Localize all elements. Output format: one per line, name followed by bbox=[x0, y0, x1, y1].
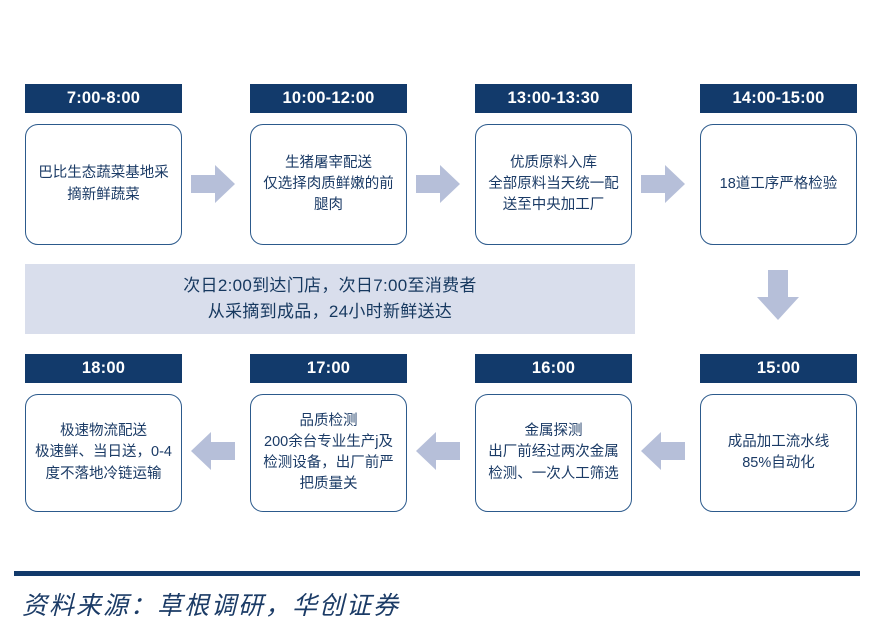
time-chip-bottom-3: 16:00 bbox=[475, 354, 632, 383]
time-chip-bottom-4: 15:00 bbox=[700, 354, 857, 383]
arrow-down-icon bbox=[752, 270, 804, 322]
summary-banner: 次日2:00到达门店，次日7:00至消费者 从采摘到成品，24小时新鲜送达 bbox=[25, 264, 635, 334]
time-chip-label: 13:00-13:30 bbox=[507, 89, 600, 107]
time-chip-label: 18:00 bbox=[81, 359, 126, 377]
arrow-left-icon bbox=[191, 429, 235, 473]
arrow-left-icon bbox=[641, 429, 685, 473]
step-box-top-1[interactable]: 巴比生态蔬菜基地采 摘新鲜蔬菜 bbox=[25, 124, 182, 245]
summary-banner-line-1: 次日2:00到达门店，次日7:00至消费者 bbox=[183, 275, 477, 295]
step-box-bottom-2[interactable]: 品质检测 200余台专业生产j及 检测设备，出厂前严 把质量关 bbox=[250, 394, 407, 512]
time-chip-label: 7:00-8:00 bbox=[66, 89, 141, 107]
time-chip-label: 14:00-15:00 bbox=[732, 89, 825, 107]
footer-divider bbox=[14, 571, 860, 576]
step-text-bottom-3: 金属探测 出厂前经过两次金属 检测、一次人工筛选 bbox=[488, 423, 619, 482]
step-text-top-3: 优质原料入库 全部原料当天统一配 送至中央加工厂 bbox=[488, 154, 619, 213]
time-chip-label: 17:00 bbox=[306, 359, 351, 377]
source-note: 资料来源：草根调研，华创证券 bbox=[22, 593, 401, 620]
step-box-bottom-4[interactable]: 成品加工流水线 85%自动化 bbox=[700, 394, 857, 512]
time-chip-top-2: 10:00-12:00 bbox=[250, 84, 407, 113]
step-box-top-3[interactable]: 优质原料入库 全部原料当天统一配 送至中央加工厂 bbox=[475, 124, 632, 245]
arrow-right-icon bbox=[191, 162, 235, 206]
time-chip-label: 10:00-12:00 bbox=[282, 89, 375, 107]
arrow-right-icon bbox=[641, 162, 685, 206]
step-text-bottom-4: 成品加工流水线 85%自动化 bbox=[727, 433, 830, 471]
time-chip-top-4: 14:00-15:00 bbox=[700, 84, 857, 113]
step-text-top-1: 巴比生态蔬菜基地采 摘新鲜蔬菜 bbox=[38, 165, 169, 203]
time-chip-top-1: 7:00-8:00 bbox=[25, 84, 182, 113]
step-text-bottom-1: 极速物流配送 极速鲜、当日送，0-4 度不落地冷链运输 bbox=[35, 423, 172, 482]
step-box-bottom-1[interactable]: 极速物流配送 极速鲜、当日送，0-4 度不落地冷链运输 bbox=[25, 394, 182, 512]
arrow-left-icon bbox=[416, 429, 460, 473]
time-chip-bottom-1: 18:00 bbox=[25, 354, 182, 383]
time-chip-label: 16:00 bbox=[531, 359, 576, 377]
summary-banner-line-2: 从采摘到成品，24小时新鲜送达 bbox=[207, 302, 453, 321]
time-chip-bottom-2: 17:00 bbox=[250, 354, 407, 383]
step-box-bottom-3[interactable]: 金属探测 出厂前经过两次金属 检测、一次人工筛选 bbox=[475, 394, 632, 512]
arrow-right-icon bbox=[416, 162, 460, 206]
step-box-top-4[interactable]: 18道工序严格检验 bbox=[700, 124, 857, 245]
time-chip-label: 15:00 bbox=[756, 359, 801, 377]
step-text-top-2: 生猪屠宰配送 仅选择肉质鲜嫩的前 腿肉 bbox=[263, 154, 394, 213]
step-text-top-4: 18道工序严格检验 bbox=[719, 175, 838, 192]
time-chip-top-3: 13:00-13:30 bbox=[475, 84, 632, 113]
step-text-bottom-2: 品质检测 200余台专业生产j及 检测设备，出厂前严 把质量关 bbox=[263, 412, 394, 493]
step-box-top-2[interactable]: 生猪屠宰配送 仅选择肉质鲜嫩的前 腿肉 bbox=[250, 124, 407, 245]
